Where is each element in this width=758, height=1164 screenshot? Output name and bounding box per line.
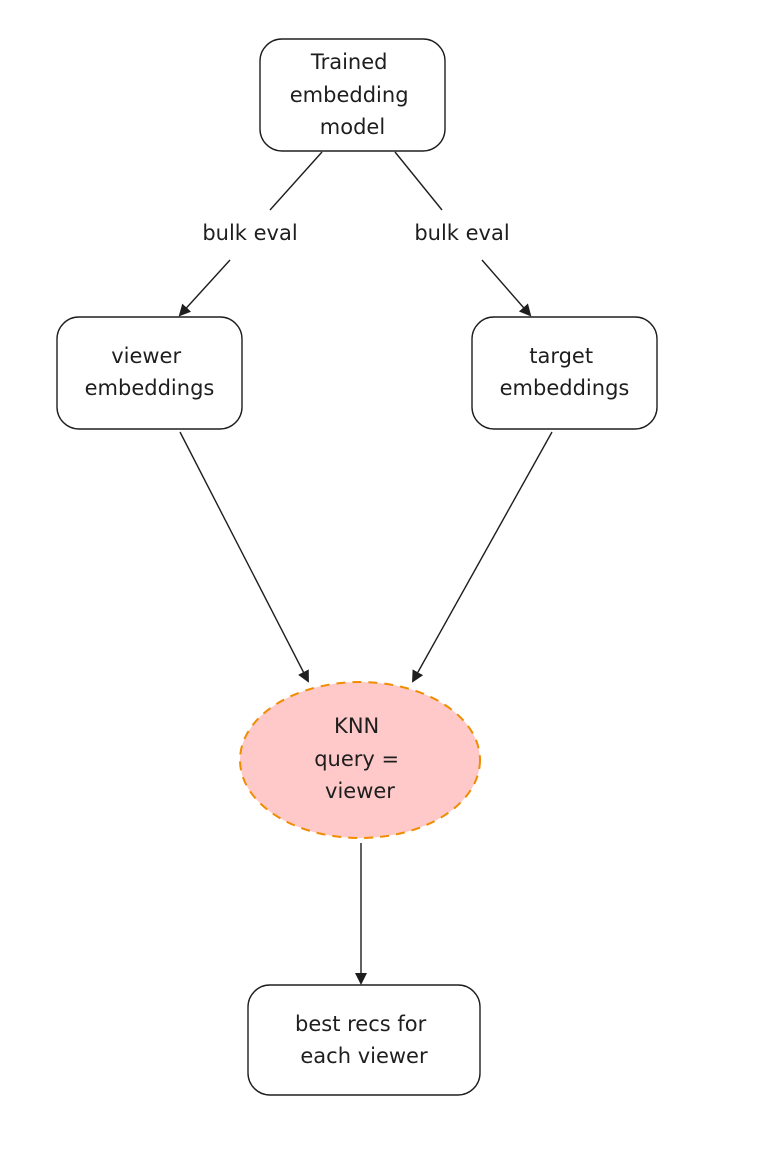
node-recs-line-2: each viewer — [300, 1044, 428, 1068]
node-viewer-line-2: embeddings — [85, 376, 215, 400]
svg-text:best recs for each viewe: best recs for each viewer — [295, 1012, 433, 1068]
node-target-line-1: target — [529, 344, 593, 368]
edge-label-bulk-eval-left: bulk eval — [202, 221, 297, 245]
node-knn-line-1: KNN — [334, 714, 379, 738]
edge-viewer-to-knn — [179, 431, 309, 683]
svg-text:viewer embeddings: viewer embeddings — [85, 344, 215, 400]
node-target-line-2: embeddings — [500, 376, 630, 400]
svg-text:target embeddings: target embeddings — [500, 344, 630, 400]
node-model-line-1: Trained — [310, 50, 388, 74]
node-model-line-3: model — [320, 115, 385, 139]
svg-text:Trained embedding: Trained embedding model — [290, 50, 415, 139]
edge-model-to-viewer: bulk eval — [178, 151, 323, 317]
node-trained-embedding-model[interactable]: Trained embedding model — [259, 38, 446, 152]
edge-model-to-target: bulk eval — [394, 151, 532, 317]
edge-target-to-knn — [412, 431, 553, 683]
node-viewer-embeddings[interactable]: viewer embeddings — [56, 316, 243, 430]
node-recs-line-1: best recs for — [295, 1012, 427, 1036]
node-knn-line-2: query = — [314, 747, 399, 771]
edge-label-bulk-eval-right: bulk eval — [414, 221, 509, 245]
svg-text:KNN query = viewer: KNN query = viewer — [314, 714, 406, 803]
node-knn-query[interactable]: KNN query = viewer — [239, 681, 481, 839]
node-model-line-2: embedding — [290, 83, 409, 107]
node-best-recs[interactable]: best recs for each viewer — [247, 984, 481, 1096]
node-knn-line-3: viewer — [325, 779, 395, 803]
node-target-embeddings[interactable]: target embeddings — [471, 316, 658, 430]
node-viewer-line-1: viewer — [111, 344, 181, 368]
